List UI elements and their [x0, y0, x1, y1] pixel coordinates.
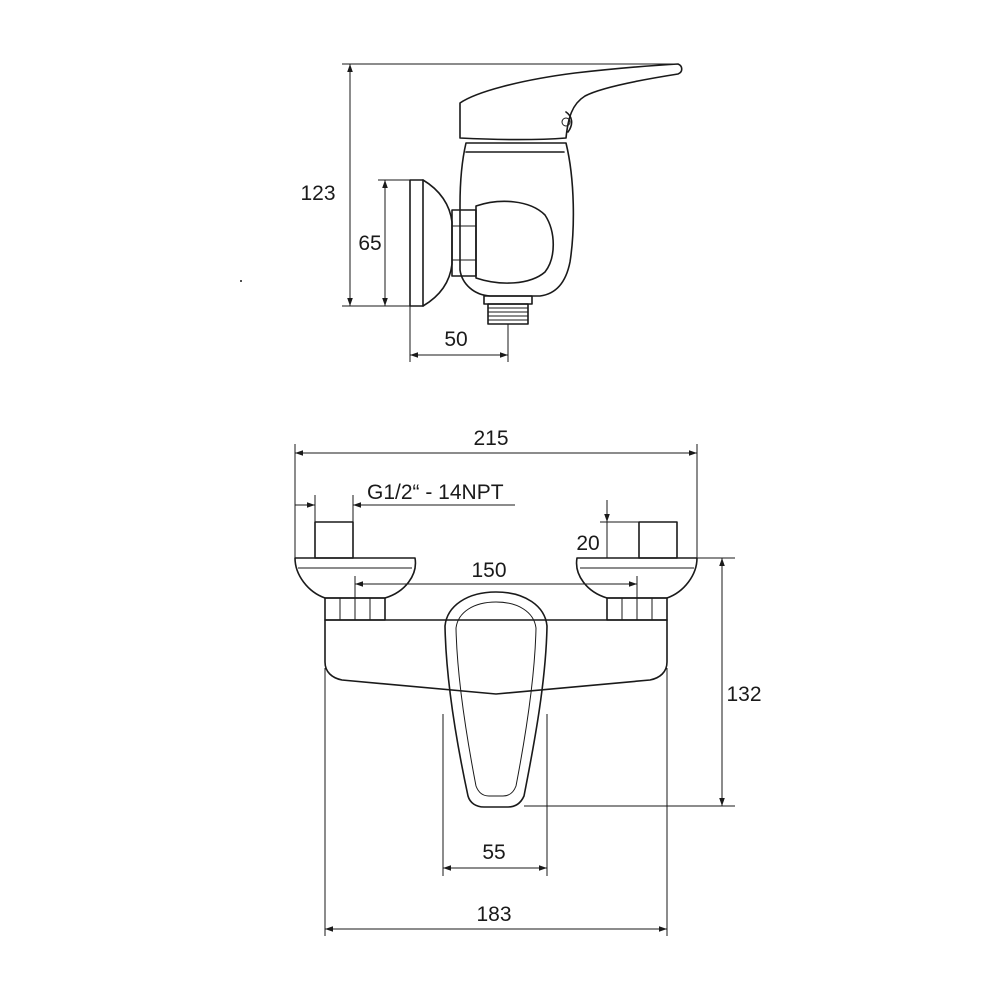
thread-callout-label: G1/2“ - 14NPT [367, 481, 504, 504]
dimension-150: 150 [354, 559, 638, 598]
outlet-thread [483, 295, 533, 325]
dimension-label-132: 132 [726, 683, 761, 706]
dimension-55: 55 [442, 714, 548, 876]
dimension-20: 20 [576, 500, 639, 559]
mixer-body-front [324, 619, 668, 695]
lever-handle-front [444, 591, 548, 808]
stray-dot [240, 280, 242, 282]
dimension-label-50: 50 [444, 328, 467, 351]
front-view: 215 G1/2“ - 14NPT 20 150 [294, 427, 762, 936]
dimension-132: 132 [524, 557, 762, 807]
lever-handle-side [459, 63, 683, 141]
thread-callout: G1/2“ - 14NPT [295, 481, 515, 522]
connector-nut [451, 209, 477, 277]
wall-plate [409, 179, 453, 307]
dimension-label-183: 183 [476, 903, 511, 926]
mixer-body-side [459, 142, 575, 297]
dimension-label-65: 65 [358, 232, 381, 255]
dimension-label-55: 55 [482, 841, 505, 864]
left-inlet-connector [294, 521, 417, 621]
dimension-50: 50 [409, 306, 509, 362]
dimension-label-20: 20 [576, 532, 599, 555]
dimension-123: 123 [300, 63, 678, 307]
dimension-label-215: 215 [473, 427, 508, 450]
dimension-65: 65 [358, 179, 410, 306]
side-view: 123 65 50 [240, 63, 683, 362]
dimension-183: 183 [324, 668, 668, 936]
dimension-215: 215 [294, 427, 698, 558]
dimension-label-123: 123 [300, 182, 335, 205]
dimension-label-150: 150 [471, 559, 506, 582]
